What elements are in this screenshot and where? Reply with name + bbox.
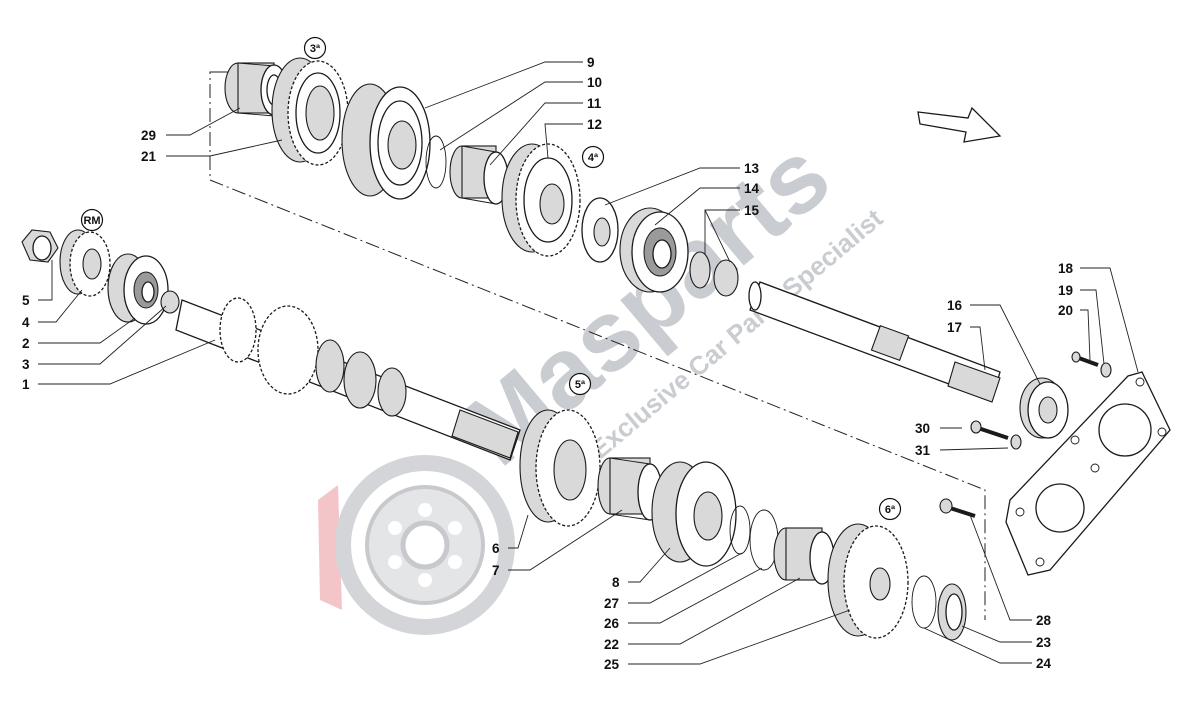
callout-30: 30 (915, 421, 930, 436)
callout-6: 6 (492, 541, 500, 556)
callout-17: 17 (947, 320, 962, 335)
callout-25: 25 (604, 657, 620, 672)
callout-7: 7 (492, 563, 500, 578)
callout-21: 21 (141, 149, 157, 164)
callout-10: 10 (587, 75, 602, 90)
callout-18: 18 (1058, 261, 1074, 276)
callout-1: 1 (22, 377, 30, 392)
callout-9: 9 (587, 55, 595, 70)
bearing-2 (107, 253, 169, 325)
bolt-20 (1071, 351, 1099, 367)
gear-4 (59, 229, 111, 297)
spacer-3 (160, 290, 180, 314)
badge-4a-label: 4ª (588, 152, 599, 164)
badge-rm: RM (80, 208, 104, 232)
badge-6a-label: 6ª (885, 504, 896, 516)
washer-19 (1100, 362, 1112, 378)
gear-21 (271, 57, 349, 166)
callout-22: 22 (604, 637, 619, 652)
callout-4: 4 (22, 315, 30, 330)
rings-23-24 (911, 575, 967, 641)
bearing-16 (1019, 377, 1069, 439)
bearing-14 (619, 207, 689, 293)
gear-12 (501, 143, 581, 257)
callout-12: 12 (587, 117, 602, 132)
output-shaft-17 (748, 281, 1001, 403)
badge-3a-label: 3ª (310, 43, 321, 55)
watermark-disc-logo (318, 455, 515, 635)
primary-shaft-1 (175, 297, 521, 461)
rings-27-26 (729, 505, 779, 571)
primary-shaft-assembly (21, 229, 967, 641)
callout-11: 11 (587, 96, 602, 111)
callout-2: 2 (22, 336, 30, 351)
washer-31 (1010, 434, 1022, 450)
gear-6 (519, 409, 601, 527)
needle-bearing-7 (597, 457, 663, 521)
circlip-10 (425, 135, 447, 189)
washer-13 (581, 197, 619, 263)
callout-29: 29 (141, 128, 156, 143)
badge-5a: 5ª (568, 372, 592, 396)
leader-lines (38, 61, 1139, 665)
callout-27: 27 (604, 596, 619, 611)
callout-16: 16 (947, 298, 963, 313)
badge-4a: 4ª (581, 145, 605, 169)
gear-badges: 3ª 4ª 5ª 6ª RM (80, 36, 902, 521)
needle-bearing-22 (773, 527, 835, 585)
callout-14: 14 (744, 181, 760, 196)
callout-24: 24 (1036, 656, 1052, 671)
rings-15 (689, 251, 739, 297)
bolt-28 (939, 498, 976, 518)
badge-6a: 6ª (878, 497, 902, 521)
callout-31: 31 (915, 443, 931, 458)
bolt-30 (970, 420, 1009, 440)
callout-3: 3 (22, 357, 30, 372)
callout-26: 26 (604, 616, 620, 631)
callout-19: 19 (1058, 283, 1073, 298)
callout-28: 28 (1036, 613, 1052, 628)
callout-15: 15 (744, 203, 760, 218)
arrow-icon (917, 106, 1002, 143)
callout-20: 20 (1058, 303, 1073, 318)
upper-shaft-assembly (224, 57, 1069, 439)
callout-23: 23 (1036, 635, 1052, 650)
callout-8: 8 (612, 575, 620, 590)
callout-13: 13 (744, 161, 760, 176)
badge-rm-label: RM (83, 215, 100, 227)
badge-3a: 3ª (303, 36, 327, 60)
synchro-sleeve-9 (341, 83, 431, 200)
gear-25 (827, 523, 909, 639)
bolts (939, 351, 1112, 518)
cover-plate-18 (1005, 371, 1171, 576)
synchro-sleeve-8 (651, 461, 737, 567)
badge-5a-label: 5ª (575, 379, 586, 391)
callout-numbers: 9 10 11 12 13 14 15 29 21 18 19 20 16 17… (22, 55, 1074, 672)
callout-5: 5 (22, 293, 30, 308)
nut-5 (21, 229, 59, 263)
